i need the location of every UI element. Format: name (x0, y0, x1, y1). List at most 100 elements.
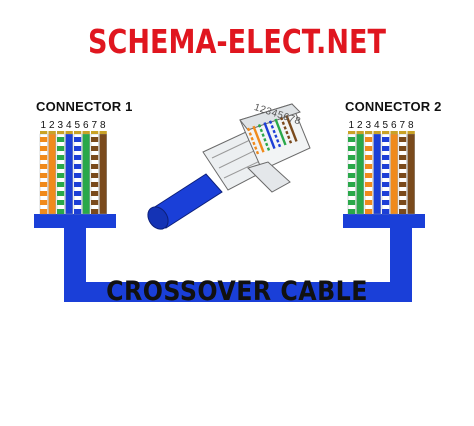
wire-stripe (57, 209, 65, 214)
wire-stripe (57, 182, 65, 187)
wire-stripe (365, 173, 373, 178)
pin-number: 7 (399, 120, 406, 131)
wire-stripe (74, 137, 82, 142)
pin-number: 1 (348, 120, 355, 131)
wire-stripe (348, 137, 356, 142)
wire-pin-2 (356, 133, 365, 215)
pin-number: 8 (407, 120, 414, 131)
wire-stripe (365, 191, 373, 196)
wire-stripe (91, 155, 99, 160)
wire-contact (82, 131, 90, 134)
wire-contact (399, 131, 407, 134)
wire-contact (57, 131, 65, 134)
wire-stripe (382, 146, 390, 151)
pin-number: 3 (365, 120, 372, 131)
wire-stripe (91, 209, 99, 214)
wire-stripe (91, 200, 99, 205)
pin-number: 5 (382, 120, 389, 131)
wire-contact (91, 131, 99, 134)
pin-number: 7 (91, 120, 98, 131)
wire-stripe (40, 146, 48, 151)
wire-stripe (382, 191, 390, 196)
wire-contact (373, 131, 381, 134)
wire-stripe (382, 137, 390, 142)
connector-2-wires (347, 131, 416, 215)
connector-1-wires (39, 131, 108, 215)
wire-stripe (91, 164, 99, 169)
connector-2-label: CONNECTOR 2 (345, 99, 442, 114)
wire-contact (65, 131, 73, 134)
wire-stripe (40, 155, 48, 160)
connector-1-label: CONNECTOR 1 (36, 99, 133, 114)
wire-contact (40, 131, 48, 134)
pin-number: 2 (356, 120, 363, 131)
pin-number: 6 (390, 120, 397, 131)
cable-body (34, 214, 425, 302)
wire-contact (390, 131, 398, 134)
wire-stripe (74, 200, 82, 205)
wire-contact (99, 131, 107, 134)
wire-stripe (399, 182, 407, 187)
wire-stripe (91, 173, 99, 178)
wire-stripe (399, 191, 407, 196)
wire-stripe (365, 137, 373, 142)
plug-wires (246, 114, 298, 155)
pin-number: 2 (48, 120, 55, 131)
wire-pin-4 (65, 133, 74, 215)
wire-pin-2 (48, 133, 57, 215)
wire-stripe (399, 155, 407, 160)
plug-wire (252, 125, 265, 153)
connector-2-pin-numbers: 1 2 3 4 5 6 7 8 (347, 120, 415, 131)
wire-stripe (74, 182, 82, 187)
wire-stripe (399, 209, 407, 214)
wire-pin-6 (390, 133, 399, 215)
wire-stripe (40, 164, 48, 169)
wire-stripe (365, 182, 373, 187)
pin-number: 5 (74, 120, 81, 131)
wire-stripe (57, 173, 65, 178)
wire-contact (48, 131, 56, 134)
plug-wire (263, 122, 276, 150)
wire-stripe (74, 209, 82, 214)
plug-wire (285, 114, 298, 142)
wire-pin-8 (407, 133, 416, 215)
wire-stripe (348, 191, 356, 196)
wire-contact (382, 131, 390, 134)
wire-stripe (365, 146, 373, 151)
connector-1-pin-numbers: 1 2 3 4 5 6 7 8 (39, 120, 107, 131)
wire-stripe (57, 146, 65, 151)
wire-stripe (74, 191, 82, 196)
wire-stripe (91, 182, 99, 187)
pin-number: 4 (65, 120, 72, 131)
wire-stripe (382, 182, 390, 187)
wire-stripe (348, 173, 356, 178)
rj45-plug-illustration (147, 103, 311, 230)
wire-stripe (57, 155, 65, 160)
wire-stripe (40, 137, 48, 142)
pin-number: 6 (82, 120, 89, 131)
wire-stripe (348, 209, 356, 214)
wire-stripe (91, 146, 99, 151)
pin-number: 3 (57, 120, 64, 131)
plug-wire (274, 118, 287, 146)
wire-stripe (399, 200, 407, 205)
wire-stripe (365, 209, 373, 214)
wire-contact (356, 131, 364, 134)
pin-number: 1 (40, 120, 47, 131)
wire-stripe (382, 155, 390, 160)
wire-stripe (348, 182, 356, 187)
wire-stripe (399, 146, 407, 151)
wire-stripe (365, 200, 373, 205)
wire-stripe (40, 200, 48, 205)
wire-stripe (74, 164, 82, 169)
wire-stripe (382, 164, 390, 169)
wire-stripe (74, 146, 82, 151)
wire-stripe (91, 191, 99, 196)
wire-contact (365, 131, 373, 134)
wire-stripe (57, 164, 65, 169)
pin-number: 4 (373, 120, 380, 131)
wire-stripe (40, 182, 48, 187)
wire-contact (348, 131, 356, 134)
wire-stripe (74, 155, 82, 160)
